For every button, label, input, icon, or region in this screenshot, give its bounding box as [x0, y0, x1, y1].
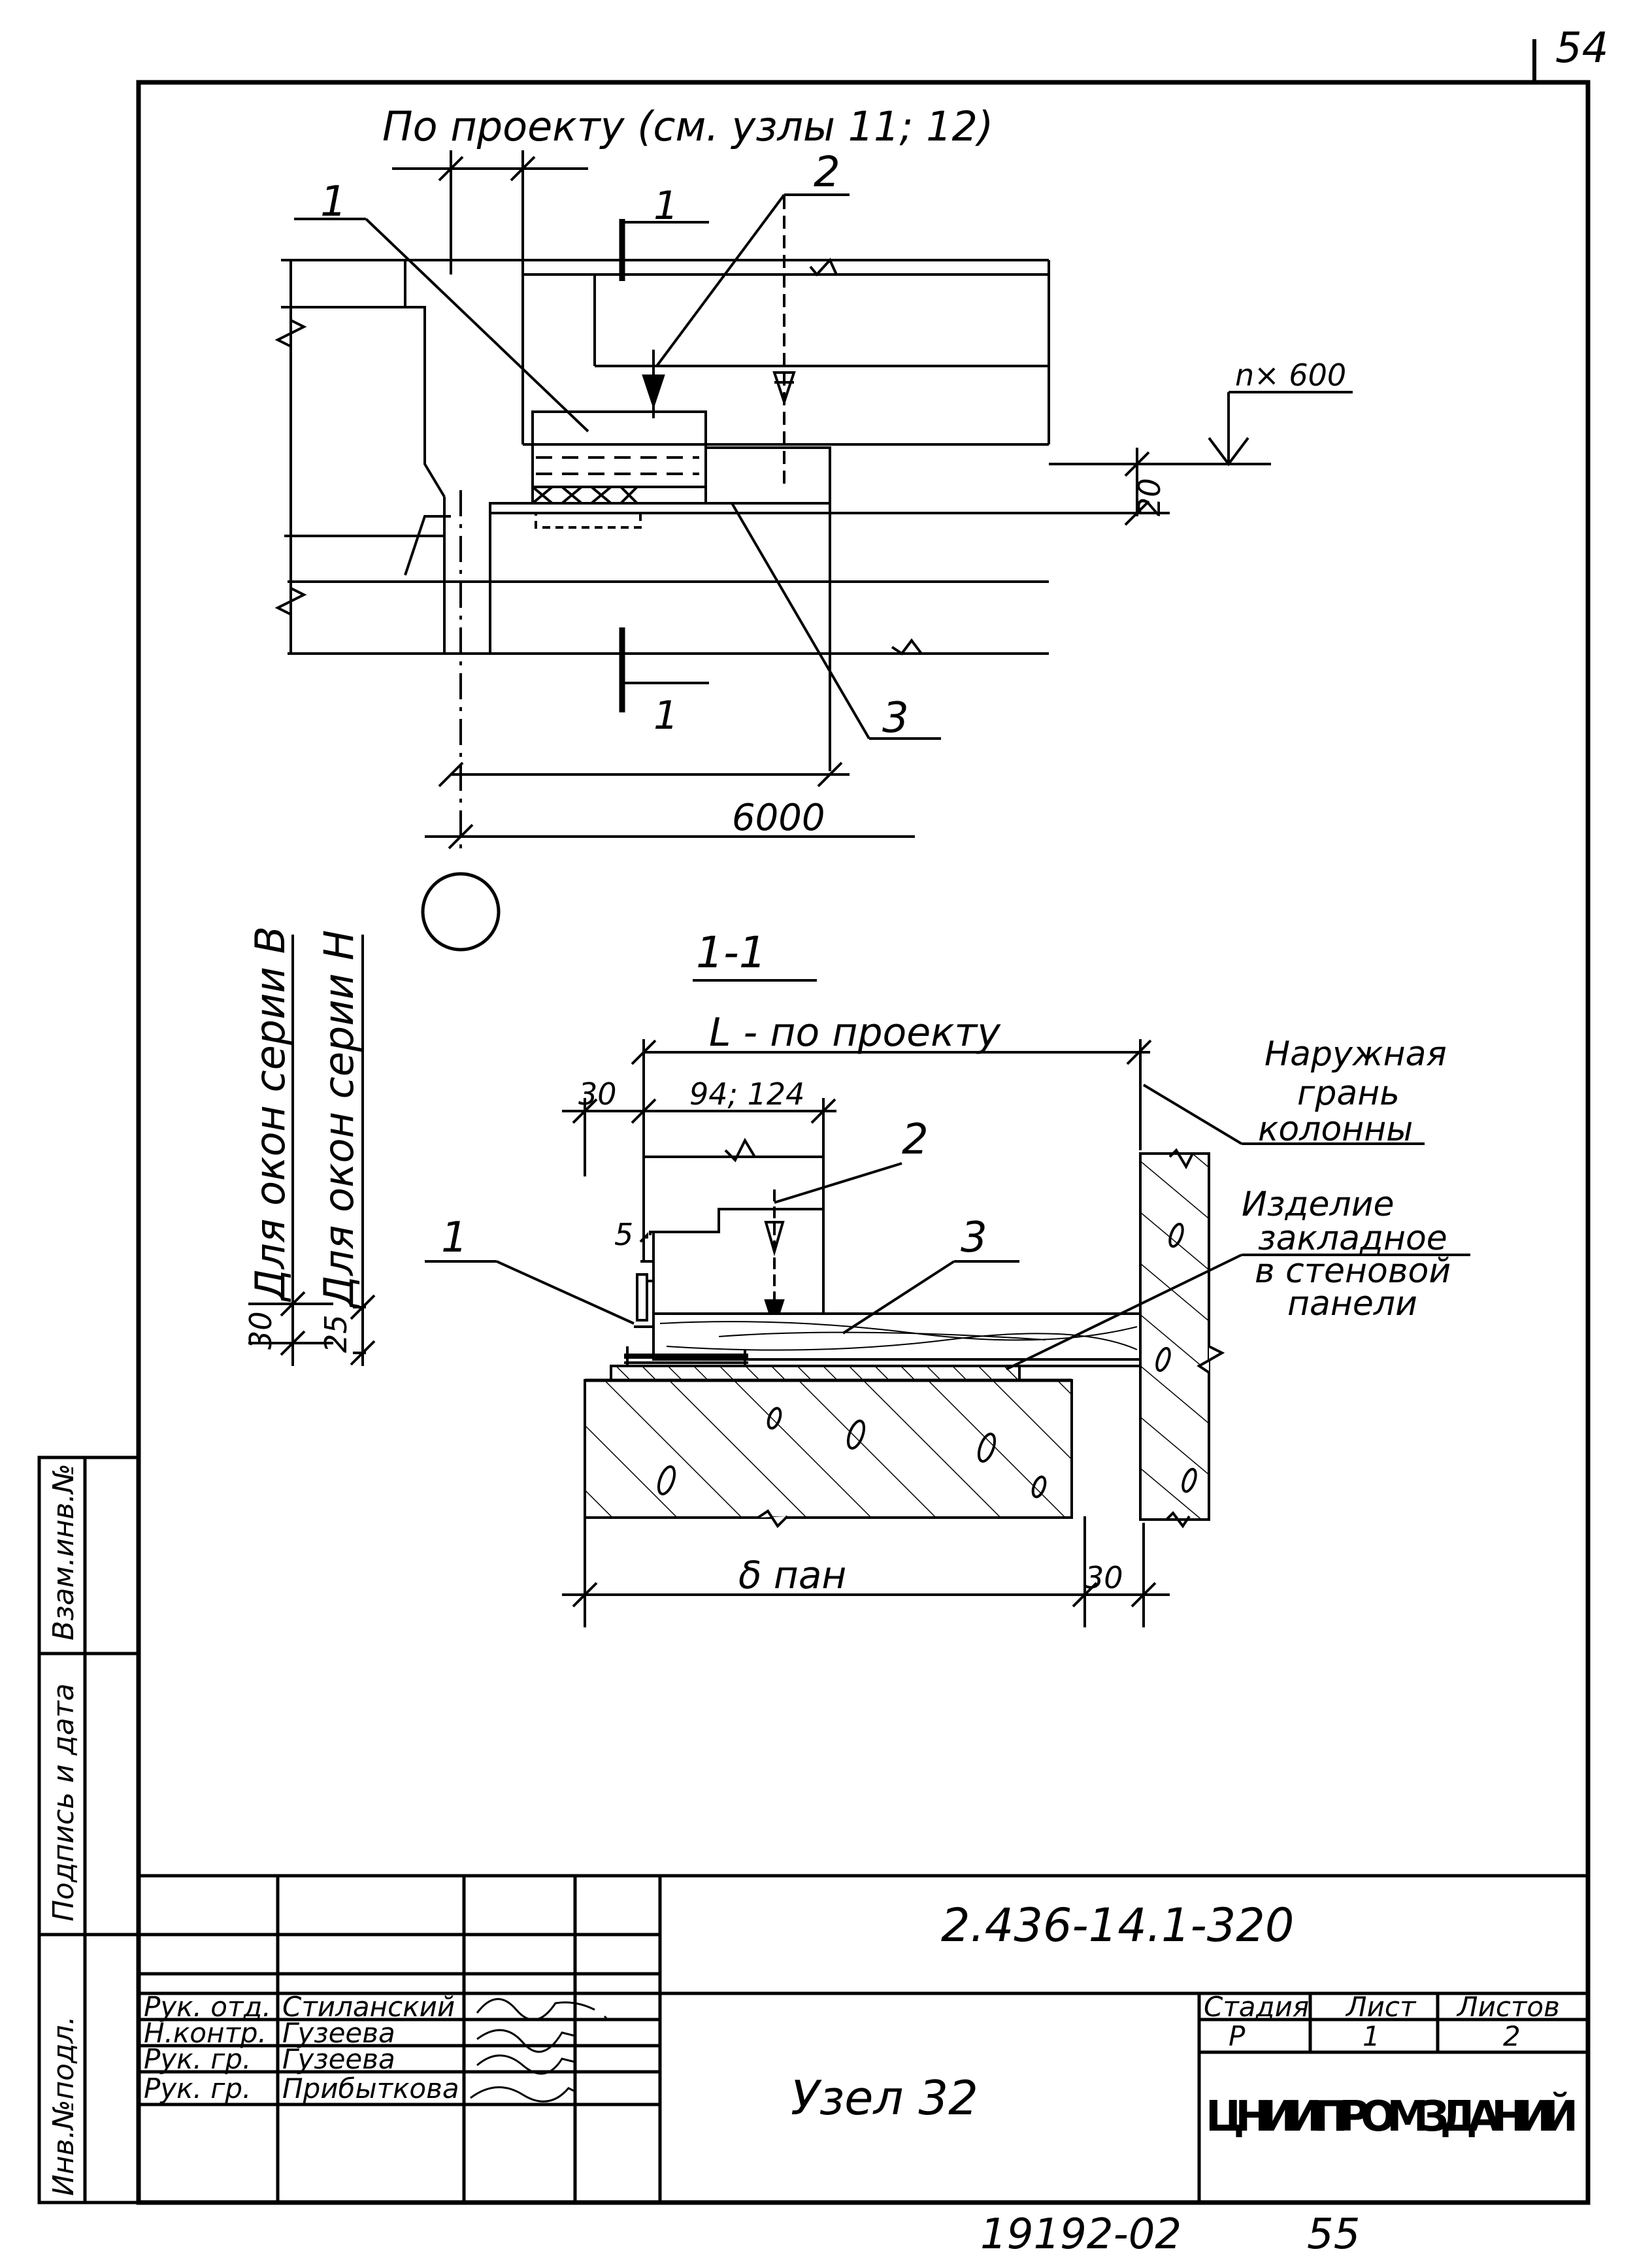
note-embedded-2: закладное — [1258, 1219, 1447, 1258]
length-label: L - по проекту — [709, 1010, 1001, 1056]
section-mark-top: 1 — [653, 183, 678, 229]
role-1: Рук. отд. — [144, 1991, 271, 2023]
sheet-value: 1 — [1363, 2020, 1380, 2052]
section-callout-2: 2 — [902, 1116, 929, 1164]
section-view — [425, 979, 1470, 1627]
dim-30-side: 30 — [243, 1311, 278, 1350]
dim-94-124: 94; 124 — [689, 1076, 804, 1112]
sheets-header: Листов — [1456, 1991, 1560, 2023]
note-outer-face-3: колонны — [1258, 1110, 1413, 1149]
signature-3 — [476, 2054, 576, 2075]
sheets-value: 2 — [1503, 2020, 1521, 2052]
series-v-label: Для окон серии В — [246, 926, 294, 1303]
page-number-top: 54 — [1532, 24, 1608, 82]
note-outer-face-1: Наружная — [1264, 1035, 1447, 1074]
section-labels: 1-1 L - по проекту 30 94; 124 5 30 δ пан… — [441, 927, 1451, 1597]
left-stamp-texts: Взам.инв.№ Подпись и дата Инв.№подл. — [47, 1463, 80, 2196]
stamp-field-3: Инв.№подл. — [47, 2016, 80, 2196]
dim-25-side: 25 — [318, 1314, 354, 1353]
footer-page: 55 — [1307, 2210, 1360, 2259]
signatures — [470, 1998, 608, 2103]
stage-value: Р — [1229, 2020, 1246, 2052]
section-mark-bottom: 1 — [653, 693, 678, 739]
sheet-header: Лист — [1345, 1991, 1417, 2023]
plan-view-labels: По проекту (см. узлы 11; 12) 1 2 3 1 1 n… — [320, 103, 1346, 839]
role-4: Рук. гр. — [144, 2072, 251, 2104]
sheet-frame — [136, 80, 1591, 2205]
role-3: Рук. гр. — [144, 2043, 251, 2075]
level-label: n× 600 — [1235, 358, 1346, 393]
note-top: По проекту (см. узлы 11; 12) — [382, 103, 993, 150]
stamp-field-1: Взам.инв.№ — [47, 1463, 80, 1640]
section-callout-1: 1 — [441, 1214, 468, 1262]
name-4: Прибыткова — [282, 2072, 459, 2104]
note-embedded-3: в стеновой — [1255, 1252, 1451, 1291]
title-block — [139, 1874, 1588, 2203]
side-label-texts: Для окон серии В Для окон серии Н 30 25 — [243, 926, 363, 1353]
org-name: ЦНИИПРОМЗДАНИЙ — [1206, 2091, 1578, 2141]
doc-code: 2.436-14.1-320 — [941, 1899, 1294, 1952]
page-number-text: 54 — [1555, 24, 1608, 73]
signature-2 — [476, 2029, 576, 2053]
stamp-field-2: Подпись и дата — [47, 1684, 80, 1921]
plan-callout-1: 1 — [320, 178, 347, 226]
name-2: Гузеева — [282, 2017, 395, 2049]
role-2: Н.контр. — [144, 2017, 267, 2049]
signature-1 — [476, 1998, 608, 2021]
section-callout-3: 3 — [961, 1214, 987, 1262]
note-embedded-1: Изделие — [1242, 1185, 1395, 1224]
series-n-label: Для окон серии Н — [315, 930, 363, 1309]
side-labels — [248, 935, 376, 1366]
title-block-texts: 2.436-14.1-320 Узел 32 Стадия Лист Листо… — [144, 1899, 1578, 2141]
dim-6000: 6000 — [732, 797, 825, 839]
doc-title: Узел 32 — [791, 2071, 978, 2125]
dim-5: 5 — [614, 1217, 633, 1252]
bottom-dim-label: δ пан — [738, 1553, 846, 1597]
name-3: Гузеева — [282, 2043, 395, 2075]
note-outer-face-2: грань — [1297, 1074, 1400, 1113]
dim-30-right: 30 — [1085, 1560, 1123, 1595]
signature-4 — [470, 2086, 576, 2103]
footer: 19192-02 55 — [980, 2210, 1360, 2259]
plan-view — [274, 150, 1353, 952]
plan-callout-3: 3 — [882, 694, 909, 742]
plan-callout-2: 2 — [814, 148, 840, 197]
dim-20: 20 — [1132, 478, 1167, 516]
stage-header: Стадия — [1204, 1991, 1309, 2023]
note-embedded-4: панели — [1287, 1284, 1417, 1323]
footer-code: 19192-02 — [980, 2210, 1181, 2259]
left-stamp — [37, 1455, 140, 2204]
name-1: Стиланский — [282, 1991, 455, 2023]
dim-30-left: 30 — [578, 1076, 617, 1112]
section-title: 1-1 — [696, 927, 767, 978]
